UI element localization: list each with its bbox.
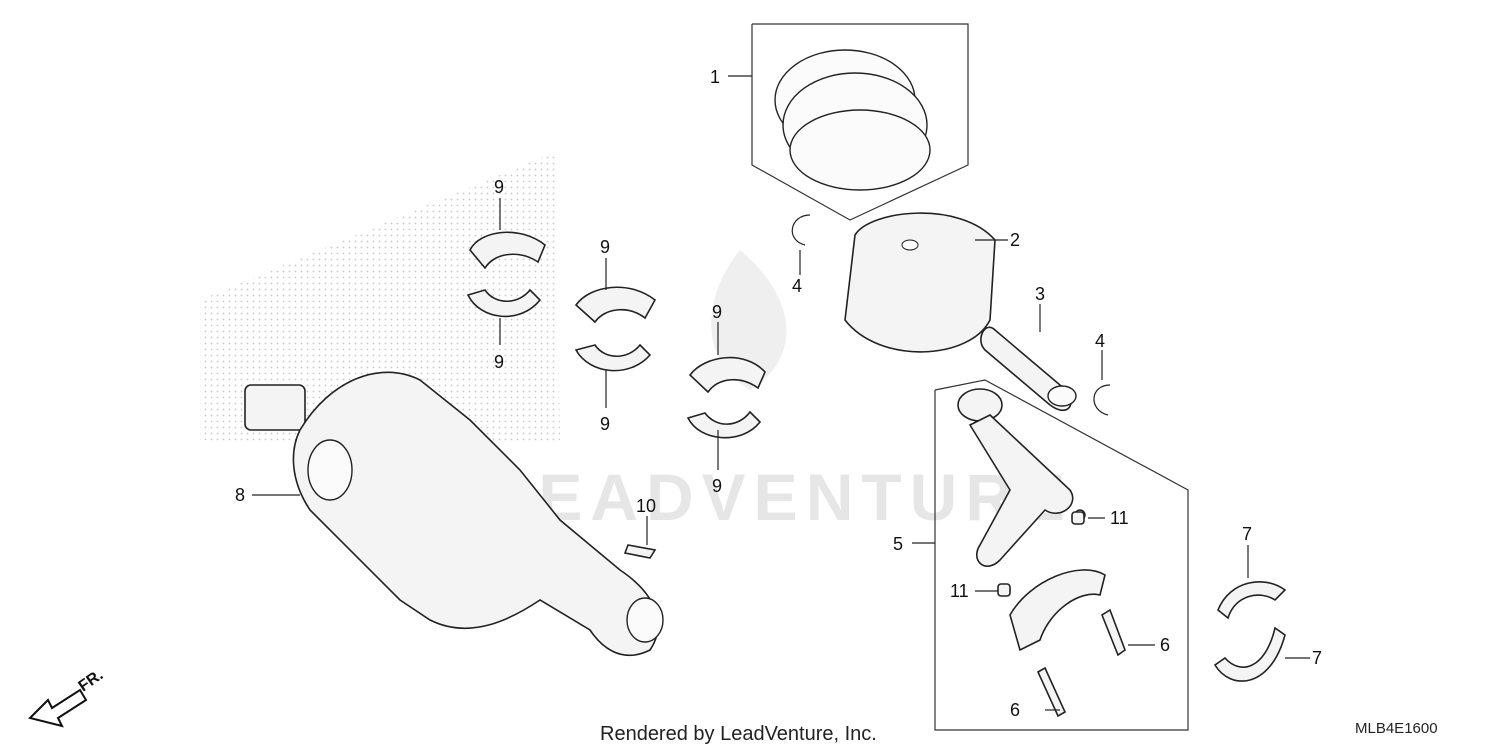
- callout-9: 9: [600, 237, 610, 257]
- crankcase-shading: [200, 152, 560, 450]
- callout-7: 7: [1312, 648, 1322, 668]
- piston: [844, 212, 996, 353]
- callout-4: 4: [1095, 331, 1105, 351]
- dowel-pin: [1071, 511, 1085, 525]
- callout-5: 5: [893, 534, 903, 554]
- callouts: 1 2 3 4 4 5 6 6 7 7 8 9 9 9 9 9 9 10 11 …: [235, 67, 1322, 720]
- watermark-text: LEADVENTURE: [490, 460, 1073, 534]
- callout-6: 6: [1160, 635, 1170, 655]
- callout-3: 3: [1035, 284, 1045, 304]
- callout-9: 9: [494, 352, 504, 372]
- dowel-pin: [997, 583, 1011, 597]
- callout-8: 8: [235, 485, 245, 505]
- main-bearing: [466, 231, 766, 439]
- callout-9: 9: [712, 476, 722, 496]
- connecting-rod: [934, 379, 1189, 731]
- leader-lines: [252, 75, 1310, 711]
- callout-9: 9: [494, 177, 504, 197]
- piston-pin: [980, 326, 1077, 412]
- callout-4: 4: [792, 276, 802, 296]
- diagram-code: MLB4E1600: [1355, 720, 1438, 737]
- arrow-icon: [28, 688, 88, 728]
- piston-pin-clip: [791, 214, 811, 246]
- callout-2: 2: [1010, 230, 1020, 250]
- callout-9: 9: [712, 302, 722, 322]
- piston-ring-set: [751, 23, 969, 221]
- callout-9: 9: [600, 414, 610, 434]
- callout-6: 6: [1010, 700, 1020, 720]
- credit-text: Rendered by LeadVenture, Inc.: [600, 723, 877, 745]
- woodruff-key: [623, 544, 657, 559]
- front-direction-indicator: FR.: [28, 667, 106, 728]
- callout-11: 11: [1110, 508, 1129, 528]
- callout-10: 10: [636, 496, 656, 516]
- connecting-rod-bearing: [1213, 581, 1287, 682]
- callout-11: 11: [950, 581, 969, 601]
- piston-pin-clip: [1093, 384, 1111, 416]
- watermark: LEADVENTURE: [490, 250, 1073, 534]
- callout-7: 7: [1242, 524, 1252, 544]
- crankshaft: [244, 371, 664, 657]
- callout-1: 1: [710, 67, 720, 87]
